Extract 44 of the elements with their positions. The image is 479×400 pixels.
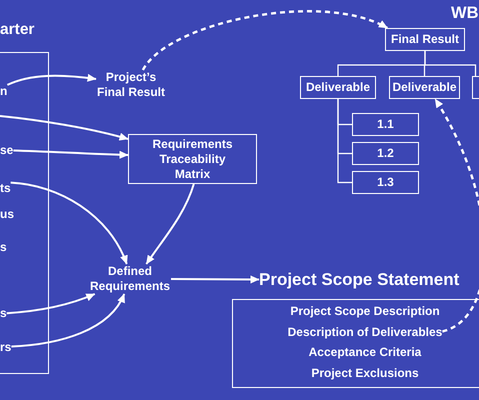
list-item-text: us (0, 206, 14, 220)
process-box (352, 142, 419, 165)
section-title: WB (451, 3, 478, 23)
list-item-text: s (0, 240, 7, 254)
list-item-text: ts (0, 180, 11, 194)
list-item-text: Acceptance Criteria (308, 344, 422, 360)
list-item-text: Description of Deliverables (288, 324, 442, 340)
dashed-arrow (434, 98, 479, 333)
connector-line (337, 99, 352, 184)
process-box (300, 76, 376, 99)
box-outline (472, 76, 479, 99)
arrow (13, 149, 128, 159)
arrow (11, 294, 126, 348)
list-item-text: se (0, 142, 14, 156)
arrow (6, 293, 96, 314)
list-item-text: n (0, 84, 8, 98)
process-box (385, 28, 465, 51)
process-box (389, 76, 460, 99)
box-label: 1.3 (377, 175, 394, 190)
box-label: Requirements Traceability Matrix (151, 136, 234, 182)
list-item-text: Project Scope Description (290, 303, 440, 319)
process-box (352, 113, 419, 136)
process-box (128, 134, 257, 184)
arrow (146, 184, 195, 265)
box-label: Deliverable (392, 80, 457, 95)
list-item-text: s (0, 306, 7, 320)
box-label: Deliverable (306, 80, 370, 95)
box-label: 1.1 (377, 117, 394, 132)
section-title: arter (0, 20, 34, 40)
arrow (10, 182, 128, 264)
dashed-arrow (142, 10, 388, 71)
arrow (171, 275, 260, 284)
arrow (6, 74, 96, 86)
list-panel (232, 299, 479, 388)
text-label: Defined Requirements (89, 264, 171, 294)
text-label: Project’s Final Result (96, 70, 166, 100)
arrow (0, 114, 128, 141)
box-label: Final Result (390, 32, 459, 47)
section-heading: Project Scope Statement (259, 269, 460, 290)
box-label: 1.2 (377, 146, 394, 161)
list-item-text: Project Exclusions (311, 364, 419, 380)
list-item-text: rs (0, 340, 12, 354)
process-box (352, 171, 419, 194)
connector-line (424, 51, 476, 76)
